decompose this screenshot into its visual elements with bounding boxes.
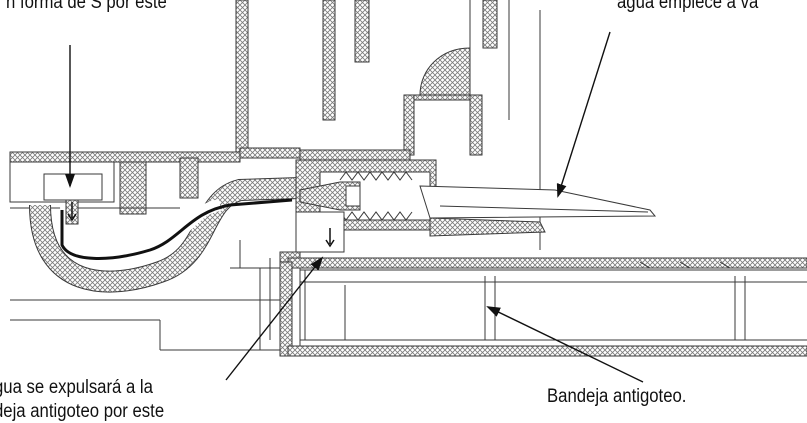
base-plate bbox=[10, 240, 290, 351]
callout-s-shaped-pipe: n forma de S por este bbox=[6, 0, 167, 13]
upper-plate bbox=[9, 147, 411, 199]
water-reservoir bbox=[9, 161, 180, 215]
down-arrow-icon bbox=[65, 199, 79, 225]
spring-coil bbox=[339, 171, 413, 221]
callout-water-expelled-line1: gua se expulsará a la bbox=[0, 377, 153, 398]
drip-tray bbox=[279, 257, 807, 357]
arrow-to-nozzle bbox=[556, 31, 611, 198]
arrow-to-outlet bbox=[225, 256, 324, 381]
callout-water-nozzle: agua empiece a va bbox=[617, 0, 759, 13]
arrow-to-drip-tray bbox=[486, 306, 644, 383]
nozzle-hood bbox=[403, 47, 483, 156]
valve-assembly bbox=[279, 159, 437, 267]
s-shaped-drain-pipe bbox=[29, 177, 301, 293]
outlet-nozzle bbox=[419, 185, 657, 237]
callout-arrows bbox=[65, 31, 644, 383]
callout-drip-tray: Bandeja antigoteo. bbox=[547, 386, 687, 407]
